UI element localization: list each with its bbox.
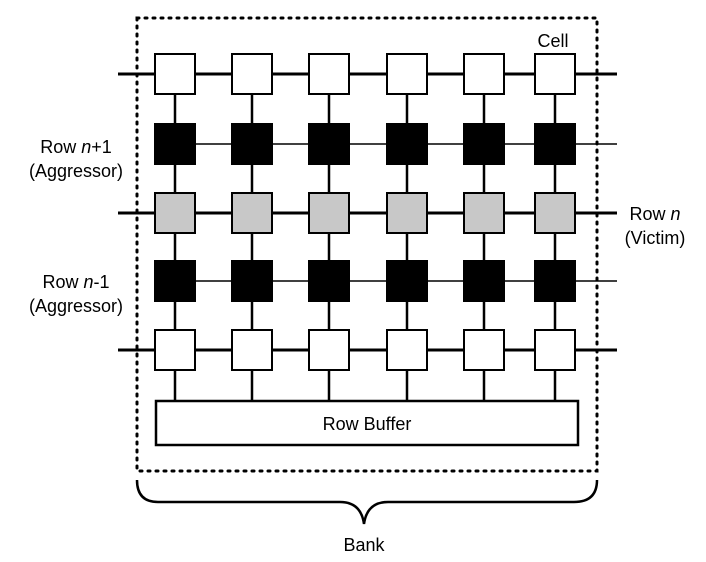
cell-grid <box>154 53 576 371</box>
cell-aggressor-row-n-minus-1-1 <box>154 260 196 302</box>
cell-normal-row-bottom-4 <box>386 329 428 371</box>
cell-aggressor-row-n-plus-1-1 <box>154 123 196 165</box>
cell-victim-row-n-3 <box>308 192 350 234</box>
row-n-minus-1-label: Row n-1 <box>42 272 109 292</box>
row-n-minus-1-role: (Aggressor) <box>29 296 123 316</box>
bank-boundary <box>135 16 599 473</box>
cell-victim-row-n-5 <box>463 192 505 234</box>
cell-aggressor-row-n-plus-1-3 <box>308 123 350 165</box>
cell-normal-row-bottom-1 <box>154 329 196 371</box>
cell-aggressor-row-n-minus-1-5 <box>463 260 505 302</box>
cell-normal-row-bottom-6 <box>534 329 576 371</box>
row-n-plus-1-label: Row n+1 <box>40 137 112 157</box>
cell-victim-row-n-6 <box>534 192 576 234</box>
row-buffer-box <box>154 399 580 447</box>
cell-victim-row-n-4 <box>386 192 428 234</box>
cell-normal-row-top-6 <box>534 53 576 95</box>
cell-aggressor-row-n-minus-1-6 <box>534 260 576 302</box>
cell-aggressor-row-n-minus-1-2 <box>231 260 273 302</box>
bank-label: Bank <box>343 535 385 555</box>
cell-aggressor-row-n-plus-1-6 <box>534 123 576 165</box>
cell-normal-row-top-2 <box>231 53 273 95</box>
cell-aggressor-row-n-minus-1-4 <box>386 260 428 302</box>
cell-normal-row-top-5 <box>463 53 505 95</box>
row-n-label: Row n <box>629 204 680 224</box>
cell-label: Cell <box>537 31 568 51</box>
cell-normal-row-bottom-3 <box>308 329 350 371</box>
cell-normal-row-top-1 <box>154 53 196 95</box>
cell-aggressor-row-n-plus-1-2 <box>231 123 273 165</box>
cell-victim-row-n-1 <box>154 192 196 234</box>
cell-aggressor-row-n-minus-1-3 <box>308 260 350 302</box>
cell-aggressor-row-n-plus-1-5 <box>463 123 505 165</box>
cell-normal-row-top-3 <box>308 53 350 95</box>
row-buffer-label: Row Buffer <box>323 414 412 434</box>
row-n-role: (Victim) <box>625 228 686 248</box>
cell-normal-row-bottom-2 <box>231 329 273 371</box>
cell-normal-row-bottom-5 <box>463 329 505 371</box>
cell-aggressor-row-n-plus-1-4 <box>386 123 428 165</box>
row-n-plus-1-role: (Aggressor) <box>29 161 123 181</box>
cell-victim-row-n-2 <box>231 192 273 234</box>
bank-brace <box>135 479 599 525</box>
cell-normal-row-top-4 <box>386 53 428 95</box>
